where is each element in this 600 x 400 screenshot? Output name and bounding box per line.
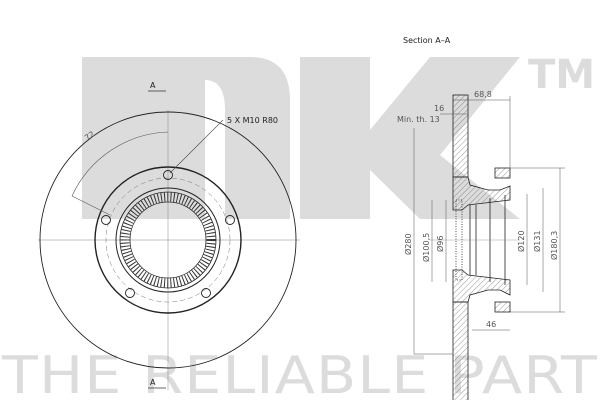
section-marker-bottom: A [150,378,156,387]
dim-diameter-96: Ø96 [435,236,445,252]
dim-diameter-100-5: Ø100,5 [421,233,431,262]
trademark-watermark: TM [528,52,595,98]
dim-min-thickness: Min. th. 13 [397,115,440,124]
slogan-watermark: THE RELIABLE PART [1,346,598,400]
nk-logo-watermark [82,57,520,219]
dim-diameter-180-3: Ø180,3 [549,231,559,260]
dim-diameter-120: Ø120 [516,230,526,252]
section-view [413,94,565,400]
section-marker-top: A [150,81,156,90]
dim-hub-depth: 46 [486,320,496,329]
dim-diameter-131: Ø131 [532,230,542,252]
dim-overall-height: 68,8 [474,90,492,99]
dim-thickness: 16 [434,104,444,113]
dim-diameter-280: Ø280 [403,233,413,255]
section-title: Section A–A [403,36,451,45]
front-view [38,90,300,390]
bolt-callout: 5 X M10 R80 [227,116,278,125]
